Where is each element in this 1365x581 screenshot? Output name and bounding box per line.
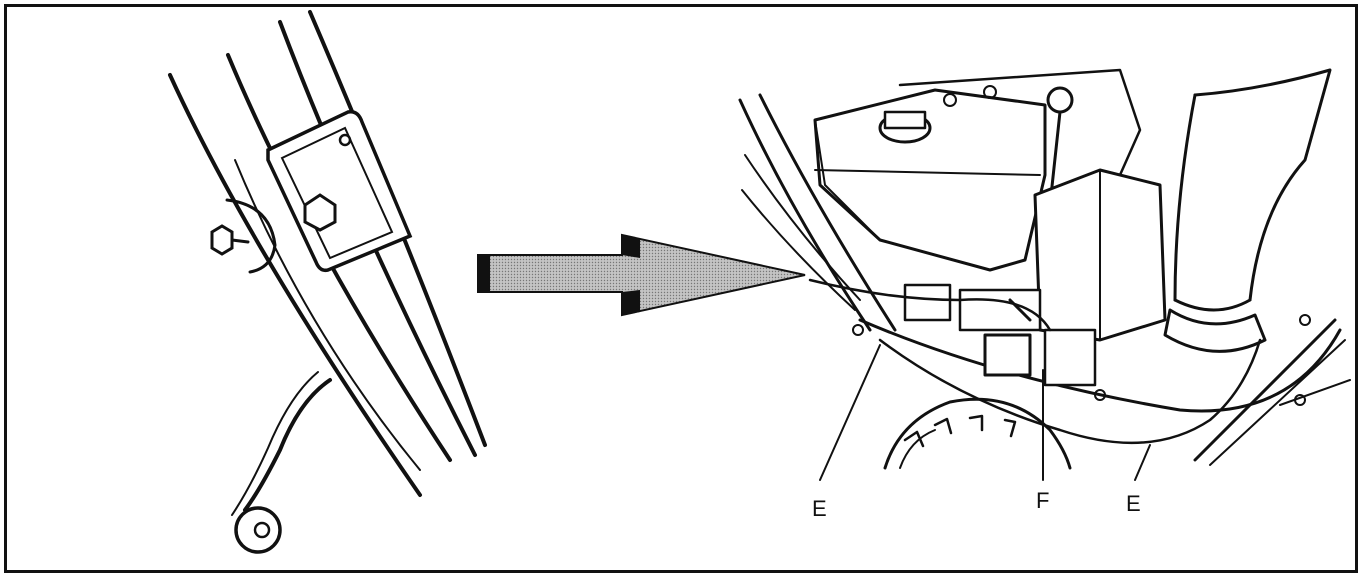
fuel-tank (813, 88, 1047, 272)
callout-label-e-right: E (1126, 491, 1141, 516)
discharge-chute (1163, 68, 1332, 353)
overview-engine (738, 68, 1351, 481)
cable-routing-e (808, 278, 1052, 332)
wire-clip-icon (266, 109, 413, 273)
leader-line-e-left (819, 344, 881, 481)
cable-routing-e (878, 338, 1262, 445)
bolt-nut (210, 224, 234, 256)
right-arrow-icon (477, 233, 806, 317)
tire (883, 397, 1072, 470)
callout-label-f: F (1036, 488, 1050, 513)
callout-label-e-left: E (812, 496, 827, 521)
leader-line-e-right (1134, 444, 1151, 481)
detail-view-handle (168, 10, 487, 554)
